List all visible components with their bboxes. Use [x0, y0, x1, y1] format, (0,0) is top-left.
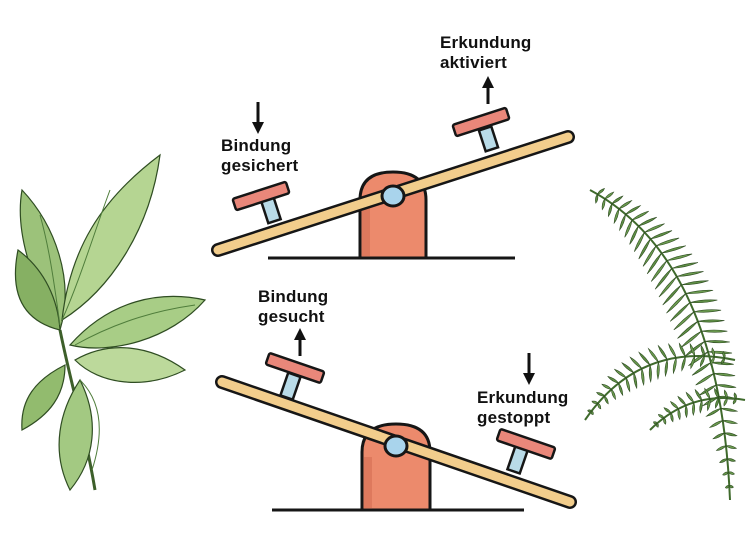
label-erkundung-gestoppt: Erkundung gestoppt — [477, 388, 569, 428]
label-line-2: gesichert — [221, 156, 299, 175]
seesaw-top — [211, 76, 575, 260]
seat-right — [451, 106, 511, 153]
label-bindung-gesichert: Bindung gesichert — [221, 136, 298, 176]
seat-left — [231, 180, 291, 225]
label-line-1: Erkundung — [440, 33, 532, 52]
label-line-2: gesucht — [258, 307, 325, 326]
label-bindung-gesucht: Bindung gesucht — [258, 287, 328, 327]
seesaw-bottom — [215, 328, 577, 512]
label-line-2: gestoppt — [477, 408, 551, 427]
tropical-leaf-plant-icon — [14, 153, 207, 492]
pivot-bolt — [383, 434, 409, 458]
pivot-bolt — [380, 184, 406, 208]
label-erkundung-aktiviert: Erkundung aktiviert — [440, 33, 532, 73]
seat-right — [495, 428, 557, 476]
label-line-1: Erkundung — [477, 388, 569, 407]
fern-frond-icon — [584, 188, 746, 501]
label-line-2: aktiviert — [440, 53, 508, 72]
label-line-1: Bindung — [258, 287, 329, 306]
label-line-1: Bindung — [221, 136, 292, 155]
seat-left — [264, 352, 326, 402]
